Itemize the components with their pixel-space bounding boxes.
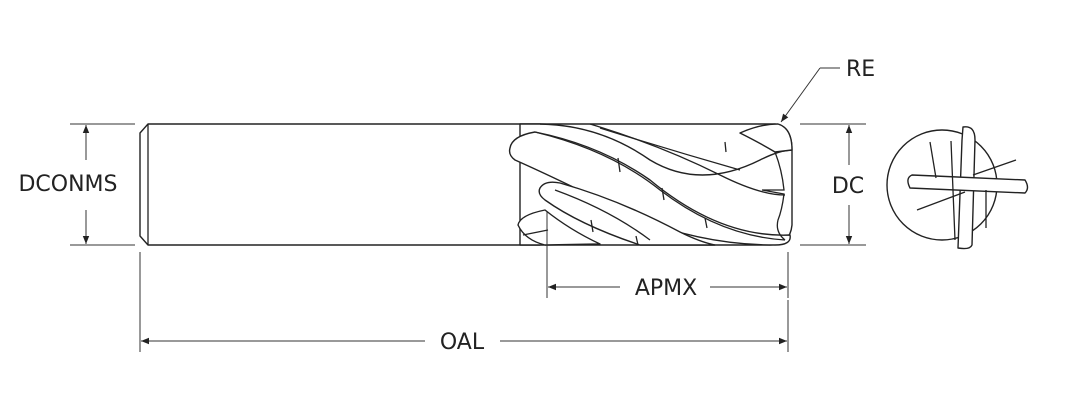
re-leader: RE: [780, 57, 875, 123]
tool-end-view: [886, 126, 1029, 250]
apmx-label: APMX: [635, 276, 697, 301]
apmx-dimension: APMX: [546, 212, 789, 301]
dconms-label: DCONMS: [18, 172, 117, 197]
dc-dimension: DC: [800, 123, 866, 246]
oal-dimension: OAL: [139, 252, 789, 355]
dc-label: DC: [832, 174, 864, 199]
tool-flutes: [508, 123, 793, 246]
dconms-dimension: DCONMS: [18, 123, 135, 246]
oal-label: OAL: [440, 330, 485, 355]
re-label: RE: [846, 57, 875, 82]
tool-shank: [139, 123, 541, 246]
